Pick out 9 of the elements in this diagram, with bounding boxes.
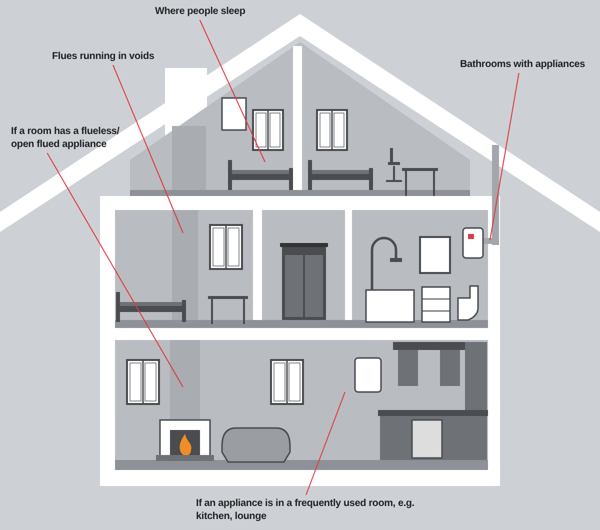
callout-text: Bathrooms with appliances bbox=[460, 58, 588, 71]
leader-line bbox=[46, 152, 184, 388]
leader-line bbox=[490, 72, 520, 240]
callout-text: If a room has a flueless/ open flued appliance bbox=[11, 125, 145, 151]
callout-text: Flues running in voids bbox=[52, 50, 174, 63]
leader-line bbox=[199, 20, 266, 162]
callout-text: Where people sleep bbox=[155, 5, 273, 18]
callout-text: If an appliance is in a frequently used room, e.g. kitchen, lounge bbox=[196, 497, 446, 523]
leader-line bbox=[112, 64, 184, 234]
